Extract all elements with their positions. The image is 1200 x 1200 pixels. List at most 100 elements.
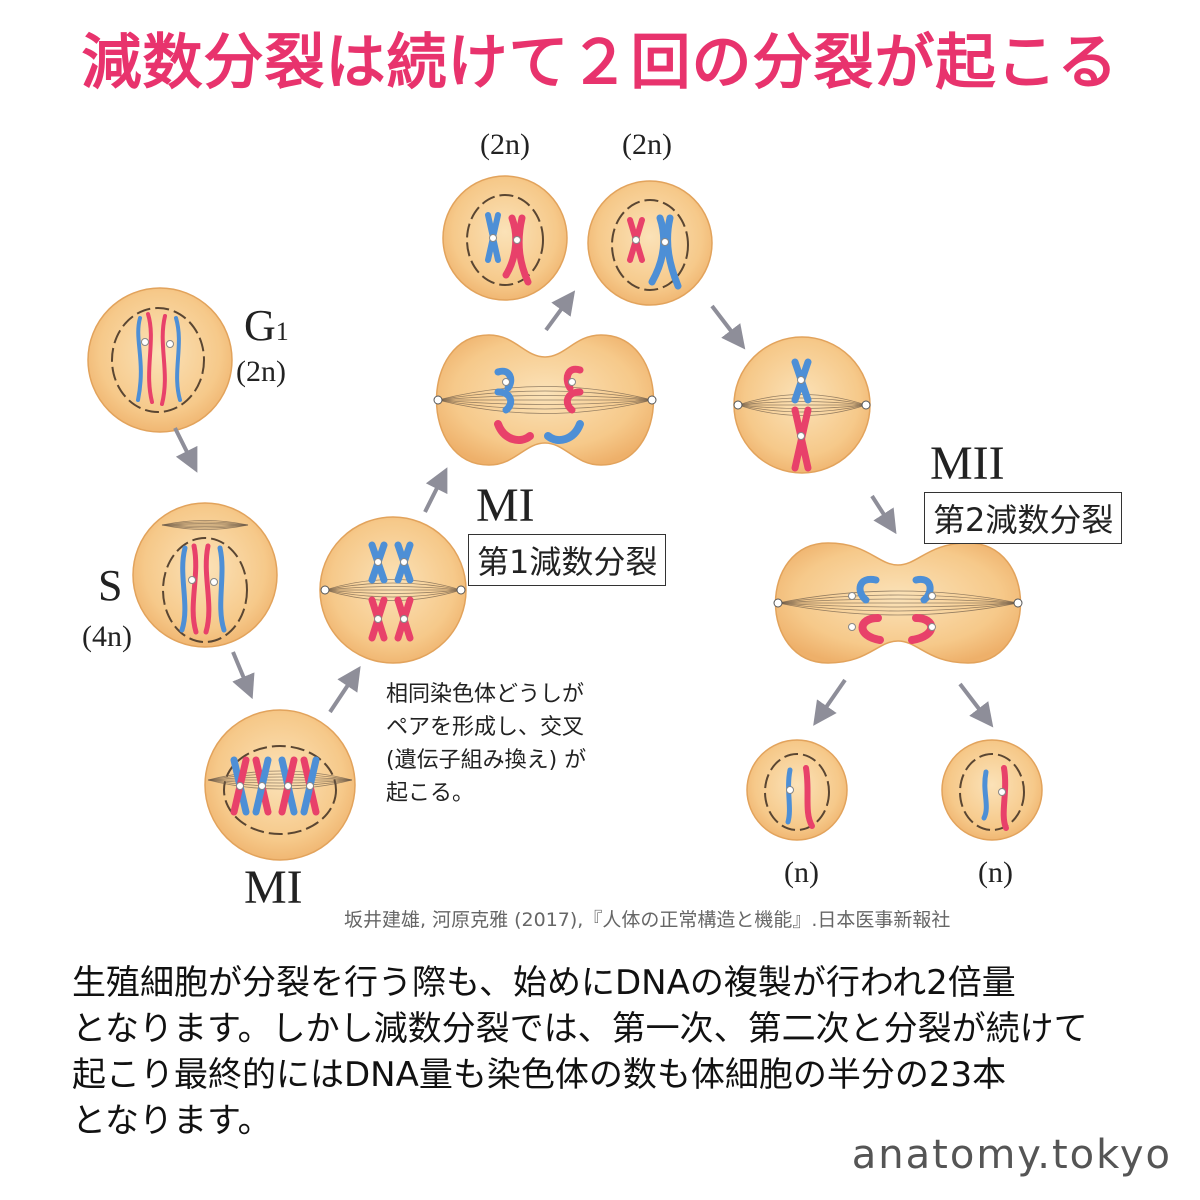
s-stage-label: S (98, 561, 123, 610)
spindle-fiber (207, 776, 353, 781)
chromosome (664, 214, 682, 290)
centromere (797, 432, 805, 440)
centrosome (456, 585, 466, 595)
arrow (958, 682, 994, 728)
chromosome (912, 575, 934, 604)
centromere (848, 623, 856, 631)
centrosome (433, 395, 443, 405)
chromosome (190, 543, 199, 635)
spindle-fiber (207, 779, 353, 787)
centrosome (773, 598, 783, 608)
chromosome (648, 214, 668, 286)
centrosome (647, 395, 657, 405)
spindle-fiber (737, 397, 867, 406)
centromere (489, 234, 497, 242)
chromosome (515, 214, 532, 286)
chromosome (494, 367, 515, 392)
haploid-cell-2 (941, 739, 1043, 841)
spindle-fiber (777, 598, 1019, 604)
spindle-fiber (737, 401, 867, 406)
mii-stage-label: MII (930, 437, 1005, 490)
spindle-fiber (777, 594, 1019, 604)
nuclear-envelope (111, 307, 205, 413)
site-name[interactable]: anatomy.tokyo (851, 1132, 1172, 1178)
cell-membrane (442, 175, 568, 301)
chromosome (563, 365, 584, 392)
note-line: 相同染色体どうしが (386, 682, 585, 707)
chromosome (785, 767, 793, 825)
centromere (258, 782, 266, 790)
chromosome (563, 388, 584, 414)
anaphase-2-cell (773, 542, 1023, 664)
chromosome (494, 420, 534, 444)
note-line: ペアを形成し、交叉 (386, 715, 585, 740)
centromere (632, 236, 640, 244)
spindle-fiber (437, 386, 653, 401)
chromosome (179, 545, 188, 633)
chromosome (803, 765, 815, 829)
spindle-fiber (437, 399, 653, 410)
arrow (231, 651, 255, 700)
chromosome (858, 614, 884, 644)
cell-membrane (587, 180, 713, 306)
spindle-fiber (161, 521, 249, 526)
spindle-fiber (161, 523, 249, 526)
note-line: (遺伝子組み換え) が (386, 748, 587, 773)
centromere (400, 558, 408, 566)
body-line: となります。しかし減数分裂では、第一次、第二次と分裂が続けて (72, 1009, 1088, 1049)
centromere (568, 378, 576, 386)
arrow (423, 467, 448, 513)
centromere (513, 236, 521, 244)
nuclear-envelope (466, 194, 544, 286)
centromere (188, 576, 196, 584)
arrow (813, 678, 847, 726)
daughter-cell-1 (442, 175, 568, 301)
arrows (173, 290, 994, 728)
spindle-fiber (437, 390, 653, 401)
haploid-cell-1 (746, 739, 848, 841)
spindle-fiber (324, 589, 462, 598)
synthesis-cell (132, 502, 278, 648)
anaphase-1-cell (433, 334, 657, 466)
g1-cell (87, 287, 233, 433)
bottom-right-ploidy-label: (n) (978, 856, 1013, 889)
cell-membrane (204, 709, 356, 861)
spindle-fiber (777, 602, 1019, 612)
spindle-fiber (737, 404, 867, 416)
meiosis-1-box: 第1減数分裂 (468, 534, 667, 586)
chromosome (544, 420, 584, 444)
chromosome (502, 214, 520, 279)
spindle-fiber (161, 524, 249, 527)
nuclear-envelope (959, 753, 1025, 831)
s-ploidy-label: (4n) (82, 620, 132, 653)
note-line: 起こる。 (386, 781, 475, 806)
arrow (710, 304, 746, 350)
spindle-fiber (437, 399, 653, 405)
chromosome (160, 314, 167, 406)
spindle-fiber (161, 524, 249, 529)
chromosome (1000, 765, 1009, 831)
metaphase-2-cell (733, 336, 871, 474)
chromosome (981, 769, 989, 821)
centromere (374, 558, 382, 566)
meiosis-2-box: 第2減数分裂 (924, 492, 1123, 544)
spindle-fiber (737, 404, 867, 413)
centromere (306, 782, 314, 790)
nuclear-envelope (162, 537, 248, 643)
spindle-fiber (437, 395, 653, 401)
spindle-fiber (207, 773, 353, 781)
crossover-note: 相同染色体どうしが ペアを形成し、交叉 (遺伝子組み換え) が 起こる。 (386, 678, 646, 810)
spindle-fiber (324, 586, 462, 591)
chromosome (217, 545, 227, 633)
body-line: となります。 (72, 1101, 272, 1141)
chromosome (174, 316, 182, 402)
cell-drawings (87, 175, 1043, 861)
centromere (141, 338, 149, 346)
spindle-fiber (324, 579, 462, 591)
spindle-fiber (777, 590, 1019, 604)
spindle-fiber (207, 779, 353, 784)
centromere (928, 623, 936, 631)
body-line: 生殖細胞が分裂を行う際も、始めにDNAの複製が行われ2倍量 (72, 963, 1016, 1003)
top-left-ploidy-label: (2n) (480, 128, 530, 161)
